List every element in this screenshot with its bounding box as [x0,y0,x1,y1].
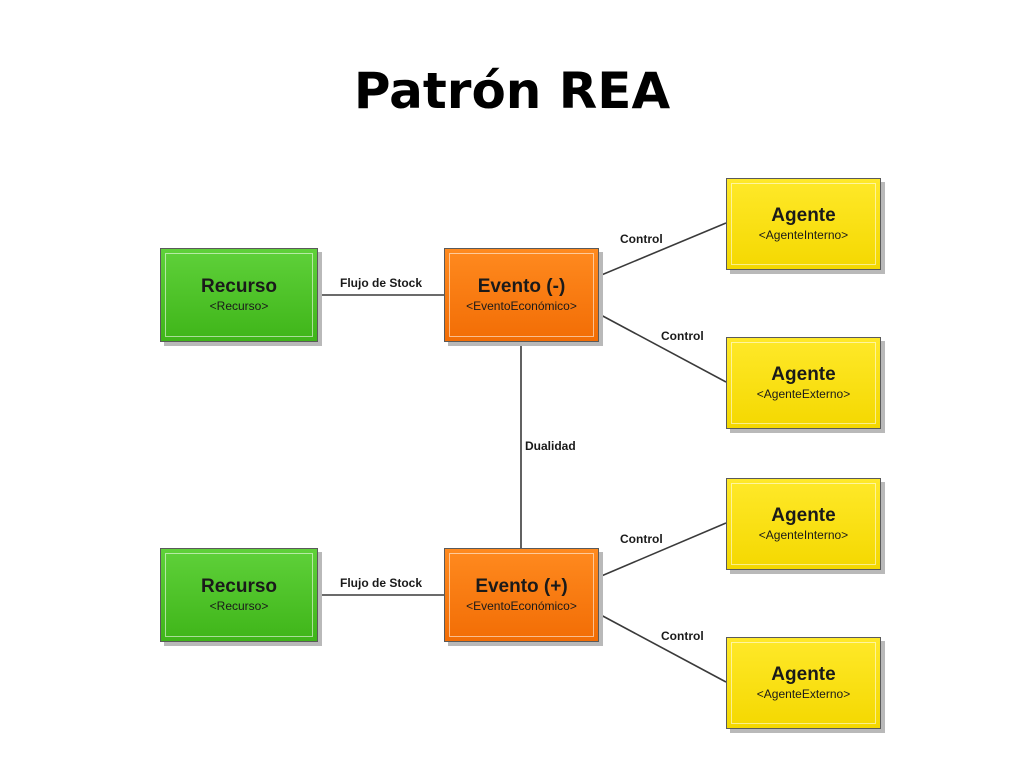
recurso-stereotype: <Recurso> [209,599,269,613]
recurso-name: Recurso [200,576,278,597]
agente-externo-box-1[interactable]: Agente <AgenteExterno> [726,337,881,429]
edge-label-flujo-bottom: Flujo de Stock [340,576,423,590]
agente-name: Agente [771,205,836,226]
evento-plus-box[interactable]: Evento (+) <EventoEconómico> [444,548,599,642]
recurso-box-bottom[interactable]: Recurso <Recurso> [160,548,318,642]
recurso-box-top[interactable]: Recurso <Recurso> [160,248,318,342]
agente-stereotype: <AgenteExterno> [756,687,851,701]
agente-name: Agente [771,505,836,526]
recurso-name: Recurso [200,276,278,297]
edge-control-2 [598,313,727,383]
edge-label-flujo-top: Flujo de Stock [340,276,423,290]
agente-name: Agente [771,664,836,685]
agente-interno-box-1[interactable]: Agente <AgenteInterno> [726,178,881,270]
edge-label-control-3: Control [620,532,663,546]
page-title: Patrón REA [353,62,671,120]
evento-stereotype: <EventoEconómico> [466,299,577,313]
recurso-stereotype: <Recurso> [209,299,269,313]
agente-stereotype: <AgenteInterno> [758,228,849,242]
evento-name: Evento (+) [475,576,568,597]
agente-name: Agente [771,364,836,385]
edge-control-4 [598,613,727,683]
evento-stereotype: <EventoEconómico> [466,599,577,613]
edge-label-control-2: Control [661,329,704,343]
edge-label-control-1: Control [620,232,663,246]
edge-control-3 [598,522,727,578]
evento-minus-box[interactable]: Evento (-) <EventoEconómico> [444,248,599,342]
agente-externo-box-2[interactable]: Agente <AgenteExterno> [726,637,881,729]
edge-control-1 [598,222,727,277]
agente-stereotype: <AgenteExterno> [756,387,851,401]
evento-name: Evento (-) [477,276,566,297]
edge-label-dualidad: Dualidad [525,439,576,453]
agente-stereotype: <AgenteInterno> [758,528,849,542]
agente-interno-box-2[interactable]: Agente <AgenteInterno> [726,478,881,570]
edge-label-control-4: Control [661,629,704,643]
